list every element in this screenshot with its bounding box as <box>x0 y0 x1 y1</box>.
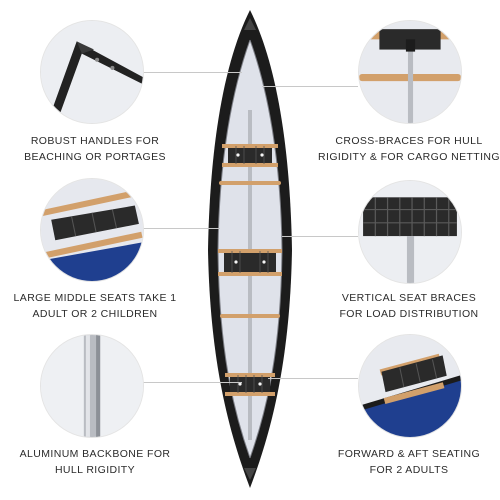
middle-seat <box>218 249 282 276</box>
seating-detail-image <box>358 334 462 438</box>
feature-caption-seat-braces: VERTICAL SEAT BRACES FOR LOAD DISTRIBUTI… <box>339 292 479 320</box>
feature-caption-backbone: ALUMINUM BACKBONE FOR HULL RIGIDITY <box>19 448 171 476</box>
feature-caption-cross-braces: CROSS-BRACES FOR HULL RIGIDITY & FOR CAR… <box>318 135 500 163</box>
feature-caption-seating: FORWARD & AFT SEATING FOR 2 ADULTS <box>337 448 481 476</box>
cross-brace <box>220 314 280 318</box>
leader-line <box>262 86 358 87</box>
leader-line <box>142 228 220 229</box>
bow-handle <box>244 18 256 30</box>
seat-brace-detail-image <box>358 180 462 284</box>
leader-line <box>282 236 358 237</box>
forward-seat <box>222 144 278 167</box>
stern-handle <box>244 468 256 480</box>
leader-line <box>268 378 358 379</box>
aft-seat <box>225 373 275 396</box>
backbone-detail-image <box>40 334 144 438</box>
feature-caption-handles: ROBUST HANDLES FOR BEACHING OR PORTAGES <box>24 135 166 163</box>
handle-detail-image <box>40 20 144 124</box>
cross-brace-detail-image <box>358 20 462 124</box>
leader-line <box>142 72 242 73</box>
middle-seat-detail-image <box>40 178 144 282</box>
leader-line <box>142 382 242 383</box>
feature-caption-middle-seats: LARGE MIDDLE SEATS TAKE 1 ADULT OR 2 CHI… <box>13 292 177 320</box>
cross-brace <box>219 181 281 185</box>
